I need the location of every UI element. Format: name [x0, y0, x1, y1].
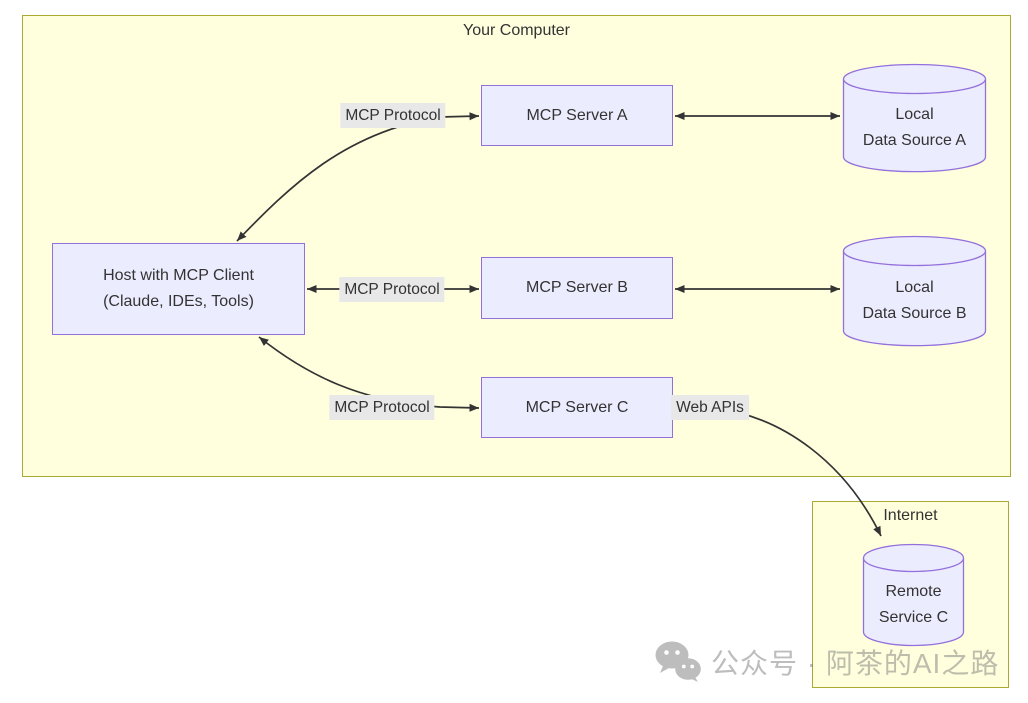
database-cylinder-icon — [842, 63, 987, 173]
node-mcp-server-b: MCP Server B — [481, 257, 673, 319]
edge-host-server-a — [236, 112, 480, 242]
cylinder-remote-c-label-line2: Service C — [878, 608, 949, 626]
node-mcp-server-a: MCP Server A — [481, 85, 673, 146]
node-mcp-server-b-label: MCP Server B — [526, 279, 628, 296]
cylinder-local-data-source-b: Local Data Source B — [842, 235, 987, 347]
edge-label-web-apis: Web APIs — [671, 395, 749, 420]
node-mcp-server-c: MCP Server C — [481, 377, 673, 438]
edge-label-mcp-protocol-c: MCP Protocol — [329, 395, 435, 420]
cylinder-remote-service-c: Remote Service C — [862, 543, 965, 647]
cylinder-local-data-source-a: Local Data Source A — [842, 63, 987, 173]
watermark: 公众号 · 阿茶的AI之路 — [655, 641, 999, 682]
watermark-text: 公众号 · 阿茶的AI之路 — [711, 647, 1000, 679]
database-cylinder-icon — [842, 235, 987, 347]
cylinder-remote-c-label-line1: Remote — [885, 582, 942, 600]
node-host-with-mcp-client: Host with MCP Client (Claude, IDEs, Tool… — [52, 243, 305, 335]
edge-label-mcp-protocol-b: MCP Protocol — [339, 277, 445, 302]
cylinder-data-b-label-line2: Data Source B — [862, 304, 967, 322]
cluster-internet-label: Internet — [883, 507, 938, 524]
wechat-icon — [655, 641, 701, 682]
node-host-label-line2: (Claude, IDEs, Tools) — [103, 293, 254, 310]
node-host-label-line1: Host with MCP Client — [103, 267, 254, 284]
cylinder-data-a-label-line1: Local — [895, 105, 934, 123]
edge-label-mcp-protocol-a: MCP Protocol — [340, 103, 446, 128]
cluster-your-computer-label: Your Computer — [462, 22, 571, 39]
node-mcp-server-c-label: MCP Server C — [525, 398, 629, 416]
database-cylinder-icon — [862, 543, 965, 647]
cylinder-data-a-label-line2: Data Source A — [862, 131, 967, 149]
cylinder-data-b-label-line1: Local — [895, 278, 934, 296]
node-mcp-server-a-label: MCP Server A — [526, 106, 628, 124]
edge-server-c-remote-c — [674, 404, 882, 537]
